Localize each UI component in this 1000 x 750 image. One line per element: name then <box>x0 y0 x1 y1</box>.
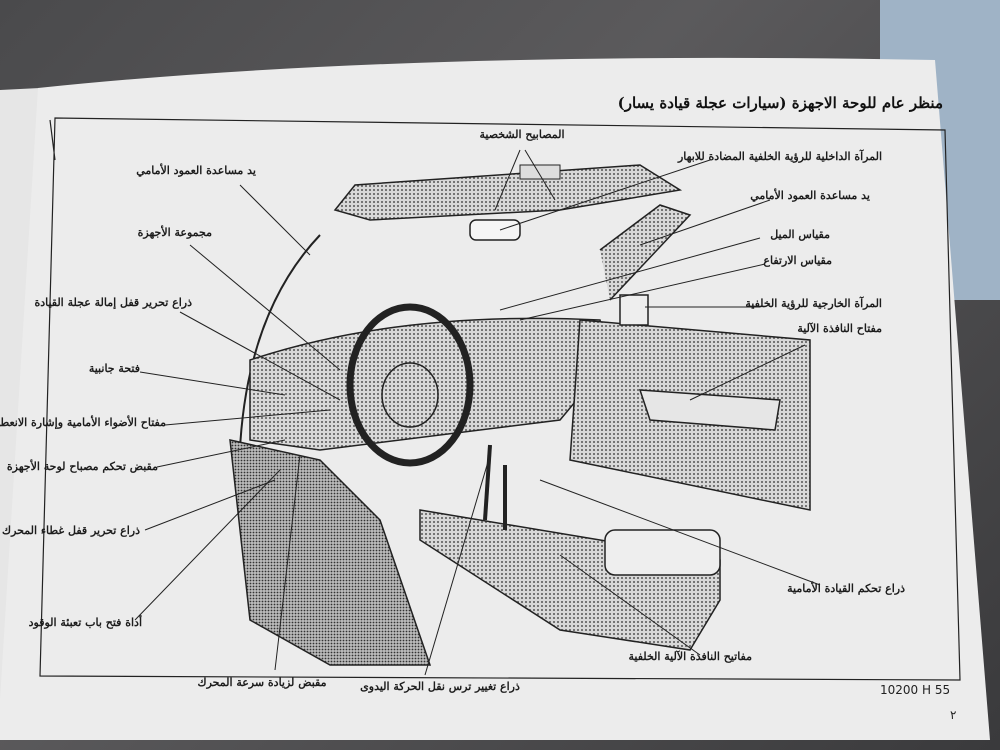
footwell <box>229 439 432 666</box>
steering-hub <box>381 362 439 428</box>
outside-mirror <box>619 294 649 326</box>
label-altitude-gauge: مقياس الارتفاع <box>763 254 832 267</box>
label-personal-lamps: المصابيح الشخصية <box>479 128 565 141</box>
armrest <box>638 389 781 431</box>
steering-wheel <box>346 303 474 467</box>
label-manual-shift-lever: ذراع تغيير ترس نقل الحركة اليدوى <box>360 680 520 693</box>
label-side-vent: فتحة جانبية <box>88 362 140 375</box>
label-front-pillar-grip-right: يد مساعدة العمود الأمامي <box>750 189 870 202</box>
console-lid <box>604 529 721 576</box>
page-title: منظر عام للوحة الاجهزة (سيارات عجلة قياد… <box>617 94 943 112</box>
label-front-drive-lever: ذراع تحكم القيادة الأمامية <box>787 582 905 595</box>
label-headlight-turn-switch: مفتاح الأضواء الأمامية وإشارة الانعطاف <box>0 416 166 429</box>
leader-lines <box>134 149 821 676</box>
figure-code: 10200 H 55 <box>880 683 951 697</box>
label-front-pillar-grip-left: يد مساعدة العمود الأمامي <box>136 164 256 177</box>
label-panel-light-knob: مقبض تحكم مصباح لوحة الأجهزة <box>6 460 158 473</box>
label-tilt-lock-lever: ذراع تحرير قفل إمالة عجلة القيادة <box>34 296 192 309</box>
label-tilt-gauge: مقياس الميل <box>770 228 830 241</box>
label-hand-throttle-knob: مقبض لزيادة سرعة المحرك <box>197 676 327 689</box>
label-instrument-cluster: مجموعة الأجهزة <box>137 226 212 239</box>
label-inner-mirror: المرآة الداخلية للرؤية الخلفية المضادة ل… <box>678 150 882 163</box>
rear-view-mirror <box>469 219 521 241</box>
sun-visor <box>333 164 683 221</box>
label-fuel-door-opener: أداة فتح باب تعبئة الوقود <box>28 616 142 629</box>
label-hood-release-lever: ذراع تحرير قفل غطاء المحرك <box>2 524 140 537</box>
label-rear-power-window-switches: مفاتيح النافذة الآلية الخلفية <box>628 650 752 663</box>
label-power-window-switch: مفتاح النافذة الآلية <box>797 322 882 335</box>
personal-lamp <box>519 164 561 180</box>
label-outside-mirror: المرآة الخارجية للرؤية الخلفية <box>745 297 882 310</box>
figure-frame <box>39 117 961 681</box>
page-number: ٢ <box>950 708 957 722</box>
